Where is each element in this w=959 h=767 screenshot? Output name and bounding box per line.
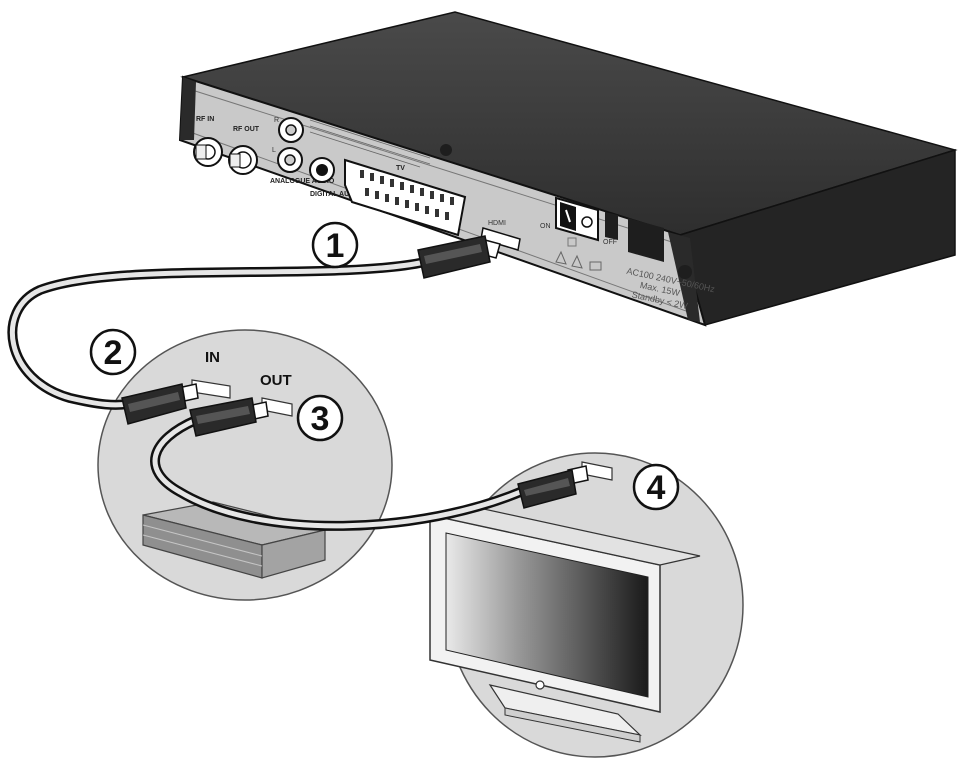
hdmi-plug-receiver	[417, 235, 501, 279]
hdmi-plug-tv	[517, 465, 589, 509]
hdmi-in-label: IN	[205, 349, 220, 366]
intermediate-device-box	[142, 501, 326, 579]
channel-r-label: R	[274, 117, 279, 124]
callout-2-number: 2	[104, 334, 123, 372]
hdmi-plug-device-out	[189, 397, 269, 437]
callout-4: 4	[632, 463, 680, 511]
panel-fine-print	[309, 119, 431, 168]
channel-l-label: L	[272, 147, 276, 154]
rca-audio-l-connector	[277, 147, 303, 173]
power-switch	[555, 196, 599, 247]
digital-audio-connector	[309, 157, 335, 183]
callout-4-number: 4	[647, 469, 666, 507]
switch-on-label: ON	[540, 223, 551, 230]
scart-tv-label: TV	[396, 165, 405, 172]
rf-out-connector	[228, 145, 258, 175]
rf-in-label: RF IN	[196, 116, 214, 123]
tv-set	[429, 505, 701, 743]
hdmi-out-label: OUT	[260, 372, 292, 389]
callout-3: 3	[296, 394, 344, 442]
hdmi-port-label: HDMI	[488, 220, 506, 227]
rf-in-connector	[193, 137, 223, 167]
receiver-hdmi-port	[480, 227, 521, 251]
callout-1-number: 1	[326, 227, 345, 265]
digital-audio-label: DIGITAL AUDIO	[310, 191, 362, 198]
analogue-audio-label: ANALOGUE AUDIO	[270, 178, 335, 185]
callout-3-number: 3	[311, 400, 330, 438]
hdmi-plug-device-in	[121, 383, 199, 425]
switch-off-label: OFF	[603, 239, 617, 246]
callout-2: 2	[89, 328, 137, 376]
scart-connector	[344, 158, 467, 237]
hdmi-cable-1	[7, 257, 427, 410]
safety-warning-icons	[555, 250, 602, 271]
rf-out-label: RF OUT	[233, 126, 260, 133]
rca-audio-r-connector	[278, 117, 304, 143]
callout-1: 1	[311, 221, 359, 269]
hdmi-cable-2	[150, 415, 527, 531]
